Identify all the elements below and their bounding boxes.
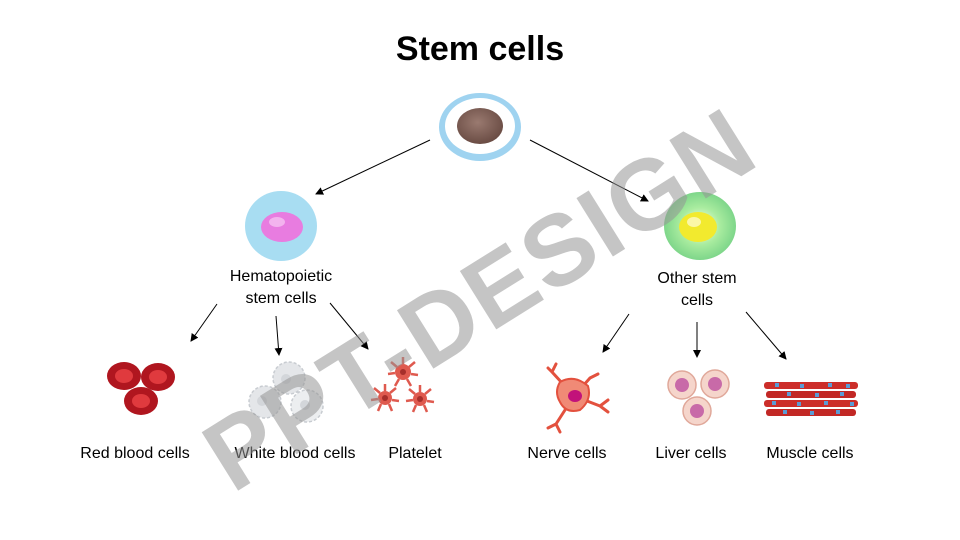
platelet-label: Platelet <box>388 445 442 462</box>
other-stem-label: Other stem cells <box>622 268 772 312</box>
nerve-cells-label: Nerve cells <box>527 445 607 462</box>
page-title: Stem cells <box>395 30 565 68</box>
arrow-hema-to-wbc <box>274 315 283 356</box>
arrow-hema-to-rbc <box>190 303 218 342</box>
arrow-hema-to-platelet <box>329 302 369 350</box>
white-blood-cells-icon <box>248 361 324 423</box>
arrow-other-to-nerve <box>602 313 630 353</box>
stem-cell-icon <box>439 93 521 161</box>
muscle-cells-label: Muscle cells <box>766 445 854 462</box>
arrow-other-to-muscle <box>745 311 787 360</box>
liver-cells-label: Liver cells <box>655 445 727 462</box>
arrow-root-to-other <box>529 139 649 202</box>
arrow-root-to-hematopoietic <box>315 139 431 195</box>
other-stem-cell-icon <box>664 192 736 260</box>
red-blood-cells-label: Red blood cells <box>80 445 190 462</box>
liver-cells-icon <box>667 369 730 426</box>
red-blood-cells-icon <box>107 362 175 415</box>
white-blood-cells-label: White blood cells <box>234 445 356 462</box>
hematopoietic-label: Hematopoietic stem cells <box>196 266 366 310</box>
other-stem-label-line1: Other stem <box>657 270 737 287</box>
hematopoietic-label-line1: Hematopoietic <box>229 268 333 285</box>
hematopoietic-label-line2: stem cells <box>245 290 317 307</box>
platelet-icon <box>370 357 435 413</box>
nerve-cell-icon <box>546 362 610 434</box>
hematopoietic-cell-icon <box>245 191 317 261</box>
muscle-cells-icon <box>764 382 858 416</box>
other-stem-label-line2: cells <box>680 292 713 309</box>
